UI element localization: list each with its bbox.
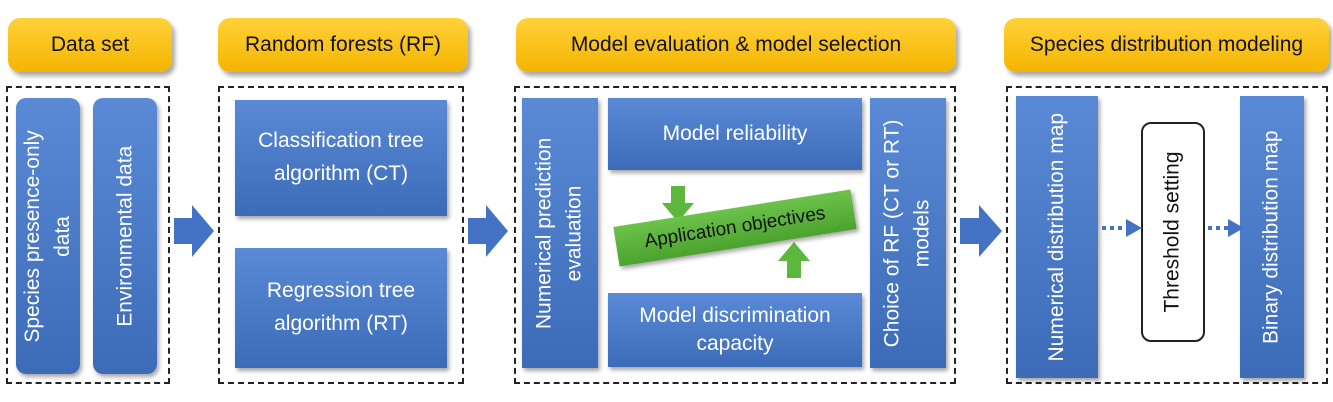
random-forests-frame [218,86,464,384]
species-presence-box: Species presence-only data [16,98,80,374]
arrow-dataset-to-rf [174,205,214,257]
numerical-distribution-map-label: Numerical distribution map [1044,112,1068,362]
header-random-forests-label: Random forests (RF) [244,33,442,56]
green-up-arrow [778,242,810,278]
numerical-distribution-map-box: Numerical distribution map [1016,96,1098,378]
classification-tree-label: Classification tree algorithm (CT) [258,129,424,185]
model-reliability-label: Model reliability [662,121,808,145]
regression-tree-label: Regression tree algorithm (RT) [266,279,416,335]
choice-of-rf-box: Choice of RF (CT or RT) models [870,98,946,368]
model-evaluation-frame [514,86,956,384]
species-presence-label: Species presence-only data [20,129,75,343]
environmental-data-box: Environmental data [93,98,157,374]
binary-distribution-map-label: Binary distribution map [1259,130,1283,344]
dotted-arrow-to-threshold [1102,219,1142,237]
model-discrimination-box: Model discrimination capacity [608,293,862,367]
green-down-arrow [662,186,694,222]
header-sdm-label: Species distribution modeling [1029,33,1304,56]
model-reliability-box: Model reliability [608,98,862,170]
model-discrimination-label: Model discrimination capacity [639,303,831,355]
classification-tree-box: Classification tree algorithm (CT) [235,100,447,216]
header-model-evaluation: Model evaluation & model selection [516,18,956,72]
data-set-frame [6,86,170,384]
numerical-prediction-box: Numerical prediction evaluation [522,98,598,368]
header-model-evaluation-label: Model evaluation & model selection [570,33,902,56]
choice-of-rf-label: Choice of RF (CT or RT) models [880,119,934,347]
header-species-distribution-modeling: Species distribution modeling [1004,18,1329,72]
arrow-rf-to-evaluation [468,205,508,257]
binary-distribution-map-box: Binary distribution map [1240,96,1304,378]
header-data-set: Data set [8,18,172,72]
regression-tree-box: Regression tree algorithm (RT) [235,248,447,368]
threshold-setting-box: Threshold setting [1141,122,1205,342]
threshold-setting-label: Threshold setting [1161,151,1184,313]
environmental-data-label: Environmental data [112,145,136,327]
header-random-forests: Random forests (RF) [218,18,468,72]
numerical-prediction-label: Numerical prediction evaluation [532,137,587,329]
arrow-evaluation-to-sdm [960,205,1002,257]
dotted-arrow-to-binary [1208,219,1244,237]
header-data-set-label: Data set [50,33,130,56]
sdm-frame [1006,86,1328,384]
